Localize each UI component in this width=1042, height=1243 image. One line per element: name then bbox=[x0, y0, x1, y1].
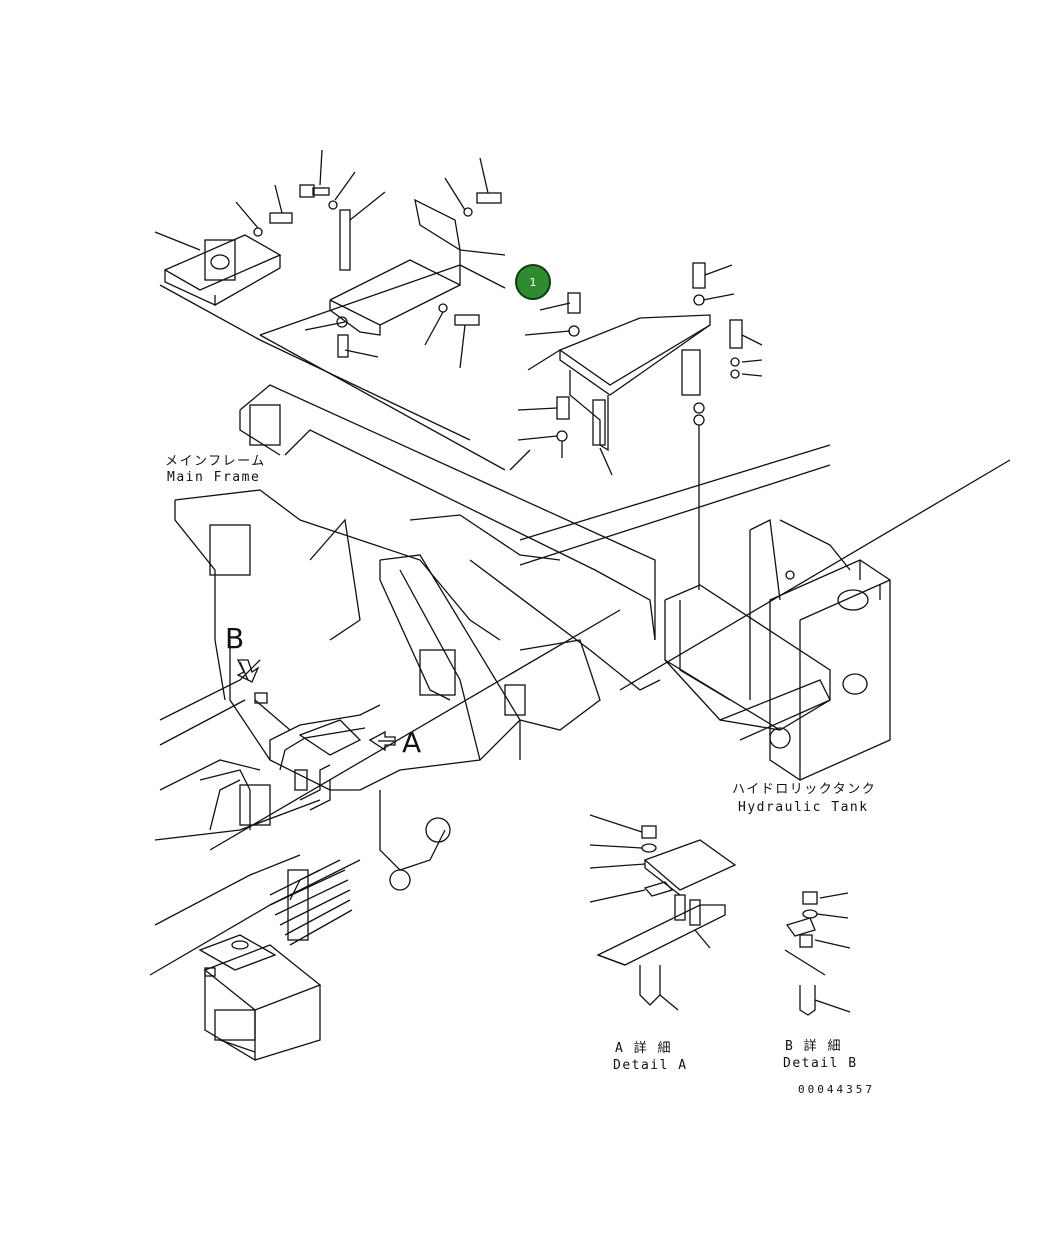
bolt-washer-group-top-left bbox=[235, 149, 386, 271]
hydraulic-tank-label-jp: ハイドロリックタンク bbox=[732, 782, 877, 797]
battery-box bbox=[198, 934, 322, 1062]
detail-b-label-en: Detail B bbox=[783, 1056, 858, 1071]
main-frame-label-jp: メインフレーム bbox=[165, 454, 266, 469]
top-cover-plate bbox=[304, 157, 506, 369]
view-a-marker: A bbox=[402, 726, 423, 759]
detail-b-diagram bbox=[784, 891, 851, 1016]
detail-a-diagram bbox=[589, 814, 737, 1011]
detail-a-label-en: Detail A bbox=[613, 1058, 688, 1073]
part-callout-1[interactable]: 1 bbox=[515, 264, 551, 300]
main-frame bbox=[149, 384, 1011, 976]
detail-b-label-jp: B 詳 細 bbox=[785, 1039, 842, 1054]
view-b-marker: B bbox=[225, 622, 246, 655]
left-bracket-assembly bbox=[154, 231, 471, 441]
frame-top-outline bbox=[259, 264, 506, 471]
hydraulic-tank bbox=[664, 519, 891, 781]
view-arrow-a bbox=[368, 730, 396, 752]
mounting-bracket bbox=[517, 262, 763, 590]
main-frame-label-en: Main Frame bbox=[167, 470, 261, 485]
detail-a-label-jp: A 詳 細 bbox=[615, 1041, 672, 1056]
view-arrow-b bbox=[236, 659, 260, 683]
callout-number: 1 bbox=[529, 275, 537, 289]
drawing-number: 00044357 bbox=[798, 1083, 875, 1096]
hydraulic-tank-label-en: Hydraulic Tank bbox=[738, 800, 869, 815]
hose-assembly bbox=[199, 692, 381, 946]
